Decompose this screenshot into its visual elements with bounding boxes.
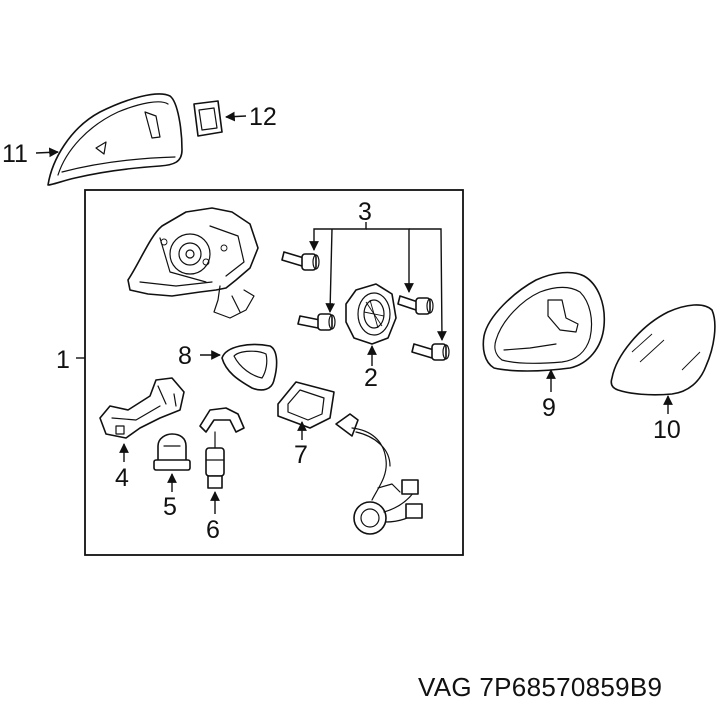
part-6-clip-bulb <box>199 407 245 489</box>
callout-9: 9 <box>542 394 556 422</box>
part-3-screw-a <box>281 251 320 271</box>
callout-2: 2 <box>364 364 378 392</box>
callout-6: 6 <box>206 516 220 544</box>
leader-12 <box>225 111 247 122</box>
assembly-frame <box>84 189 464 556</box>
part-9-housing-frame <box>482 271 606 372</box>
part-8-indicator-lens <box>221 343 278 391</box>
callout-8: 8 <box>178 342 192 370</box>
part-2-lamp-housing <box>345 283 397 345</box>
wiring-harness <box>335 413 423 535</box>
part-3-screw-d <box>411 343 450 361</box>
part-3-screw-c <box>397 295 434 315</box>
part-number-label: VAG 7P68570859B9 <box>418 672 663 702</box>
part-3-screw-b <box>297 313 336 331</box>
callout-7: 7 <box>294 441 308 469</box>
callout-1: 1 <box>56 346 70 374</box>
callout-10: 10 <box>653 416 681 444</box>
callout-12: 12 <box>249 103 277 131</box>
leader-11 <box>35 147 59 158</box>
callout-3: 3 <box>358 198 372 226</box>
part-11-mirror-cover <box>47 93 183 186</box>
callout-11: 11 <box>2 140 28 168</box>
callout-4: 4 <box>115 464 129 492</box>
adjuster-motor-assembly <box>127 207 259 319</box>
part-5-bulb-socket <box>153 433 191 471</box>
leaders-3 <box>309 222 447 341</box>
part-12-pad <box>193 100 223 137</box>
callout-5: 5 <box>163 493 177 521</box>
part-10-mirror-glass <box>610 304 716 396</box>
part-4-bracket <box>99 377 185 439</box>
part-7-gasket <box>277 381 335 429</box>
